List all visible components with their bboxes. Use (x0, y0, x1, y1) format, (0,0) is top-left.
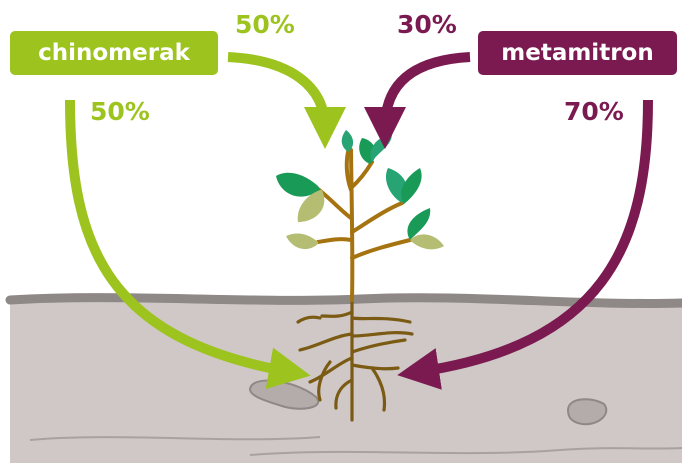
arrow-chinomerak-root (65, 99, 311, 389)
leaf (310, 244, 318, 272)
metamitron-leaf-percent: 30% (397, 10, 457, 39)
soil-ground (5, 293, 682, 463)
chinomerak-leaf-percent: 50% (235, 10, 295, 39)
stone (566, 398, 608, 426)
metamitron-label: metamitron (478, 31, 677, 75)
arrow-metamitron-root (397, 99, 653, 390)
arrow-metamitron-leaf (364, 52, 471, 149)
arrow-chinomerak-leaf (227, 52, 346, 149)
leaf (407, 208, 431, 240)
plant-icon (276, 130, 444, 422)
leaf (276, 172, 320, 197)
leaf (370, 134, 392, 162)
leaf (401, 168, 422, 204)
leaf (297, 190, 325, 222)
leaf (410, 234, 444, 250)
leaf (286, 233, 318, 250)
arrow-icon (65, 52, 653, 390)
chinomerak-root-percent: 50% (90, 97, 150, 126)
chinomerak-label: chinomerak (10, 31, 218, 75)
metamitron-root-percent: 70% (564, 97, 624, 126)
